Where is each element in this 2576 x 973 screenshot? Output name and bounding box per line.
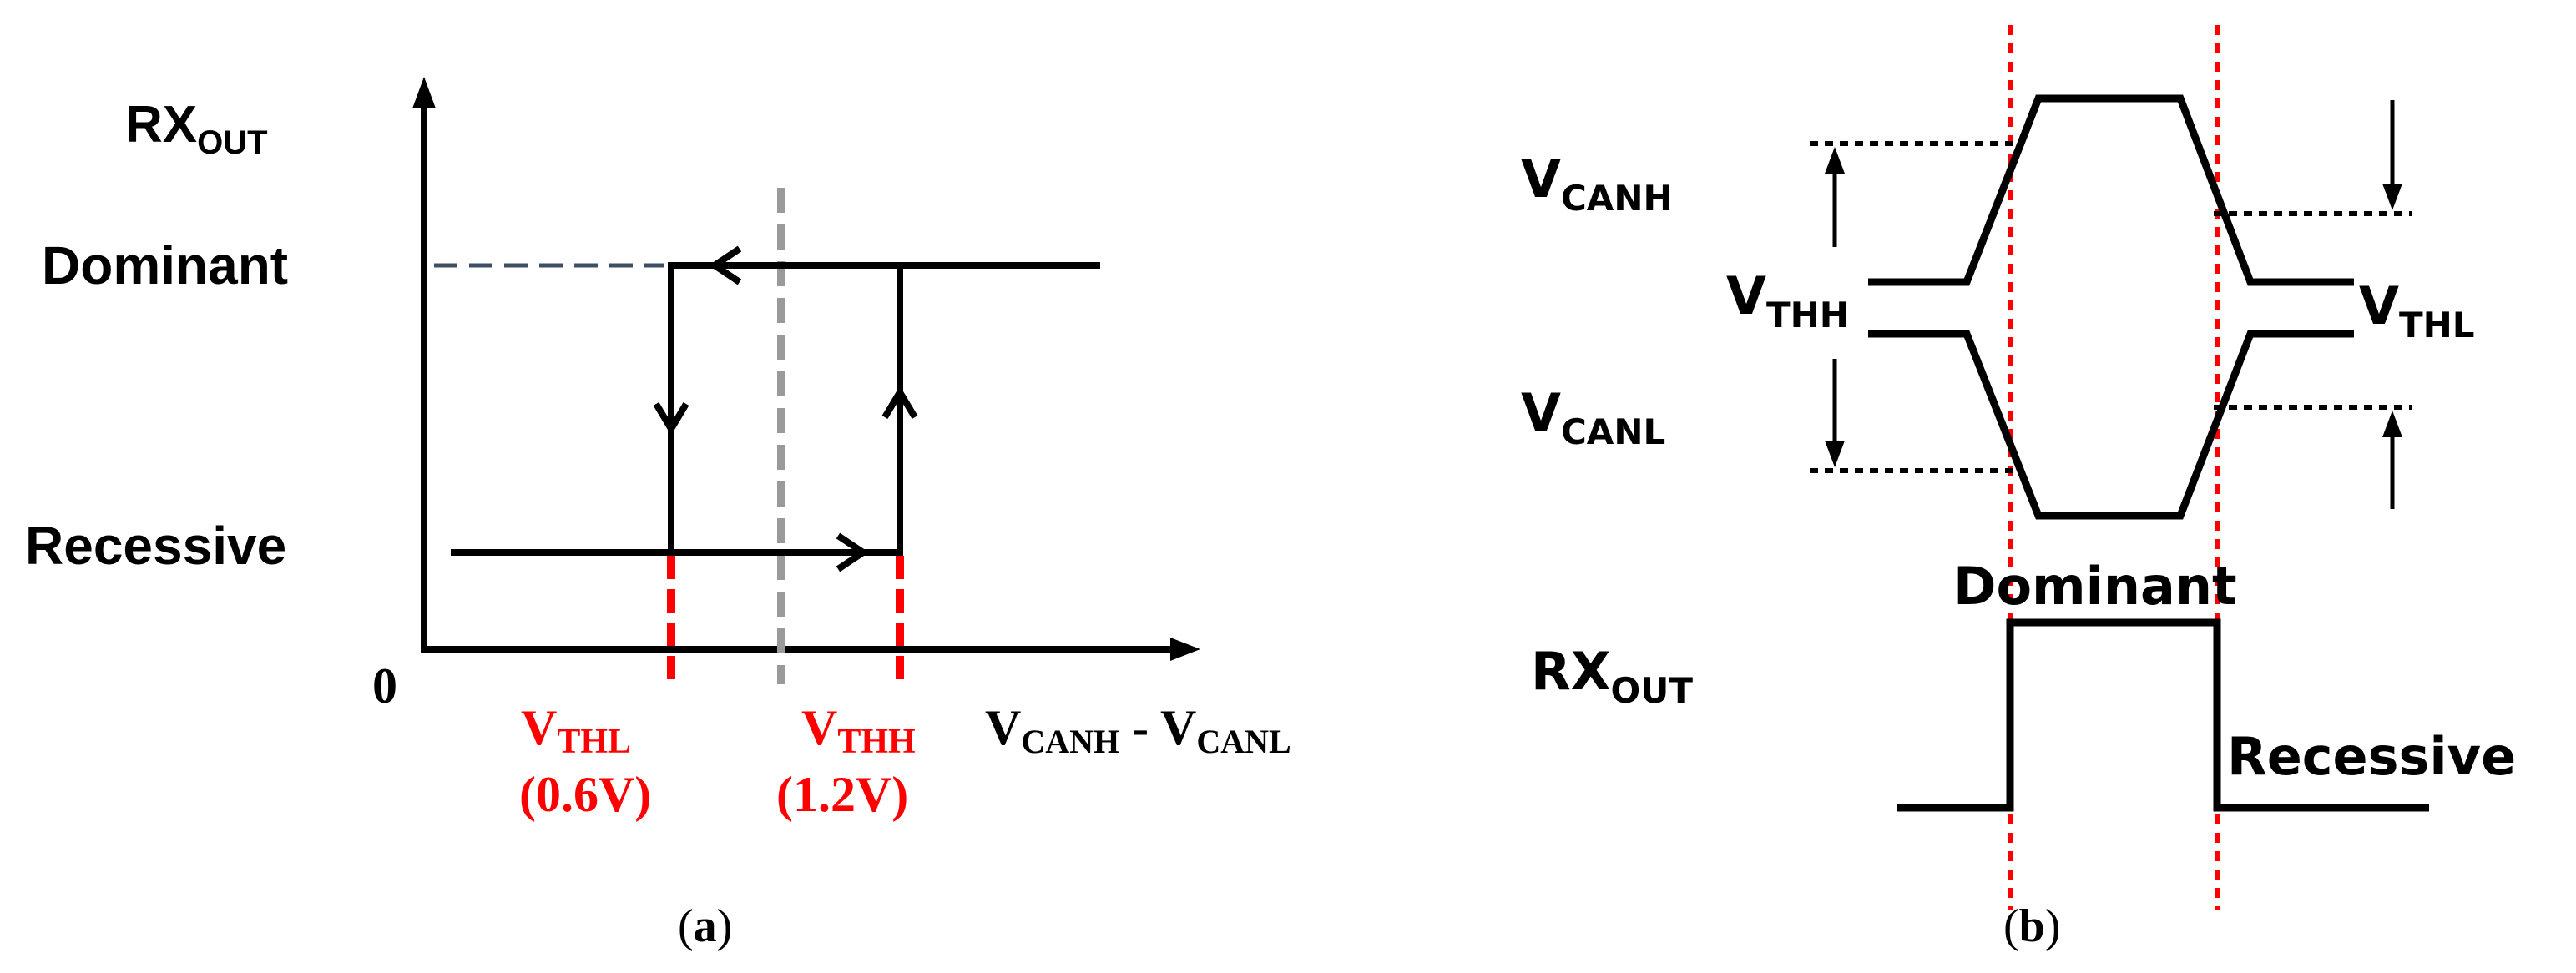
rxout-label-b: RXOUT: [1531, 641, 1693, 711]
dominant-left-arrow: [708, 245, 742, 285]
recessive-label-b: Recessive: [2227, 726, 2516, 787]
x-axis-arrowhead: [1170, 638, 1200, 661]
thh-lower-arrowhead: [1825, 441, 1845, 467]
vthl-value: (0.6V): [519, 767, 651, 822]
caption-b: (b): [2003, 900, 2060, 952]
panel-a-hysteresis-plot: RXOUT Dominant Recessive 0 VTHL (0.6V) V…: [25, 77, 1291, 952]
dominant-label-b: Dominant: [1953, 556, 2237, 617]
dominant-level-label: Dominant: [42, 235, 288, 295]
y-axis-arrowhead: [412, 77, 436, 108]
x-axis-label: VCANH - VCANL: [985, 700, 1291, 760]
canl-waveform: [1868, 330, 2354, 520]
vcanl-label: VCANL: [1521, 382, 1665, 452]
thl-lower-arrowhead: [2382, 411, 2402, 437]
vthl-label-b: VTHL: [2359, 275, 2475, 345]
y-axis-label: RXOUT: [125, 96, 268, 161]
rxout-waveform: [1897, 618, 2429, 812]
thh-upper-arrowhead: [1825, 147, 1845, 174]
thl-upper-arrowhead: [2382, 184, 2402, 210]
vthh-label-b: VTHH: [1726, 265, 1849, 335]
falling-edge-down-arrow: [653, 401, 689, 436]
vcanh-label: VCANH: [1521, 149, 1673, 219]
rising-edge-up-arrow: [881, 386, 918, 420]
vthh-value: (1.2V): [776, 767, 908, 822]
recessive-right-arrow: [836, 532, 870, 572]
vthl-label: VTHL: [521, 700, 631, 761]
vthh-label: VTHH: [801, 700, 916, 761]
recessive-level-label: Recessive: [25, 516, 286, 576]
caption-a: (a): [678, 900, 732, 952]
panel-b-waveform: VCANH VTHH VCANL VTHL Dominant RXOUT Rec…: [1521, 25, 2516, 952]
origin-label: 0: [372, 658, 397, 713]
canh-waveform: [1868, 94, 2354, 286]
